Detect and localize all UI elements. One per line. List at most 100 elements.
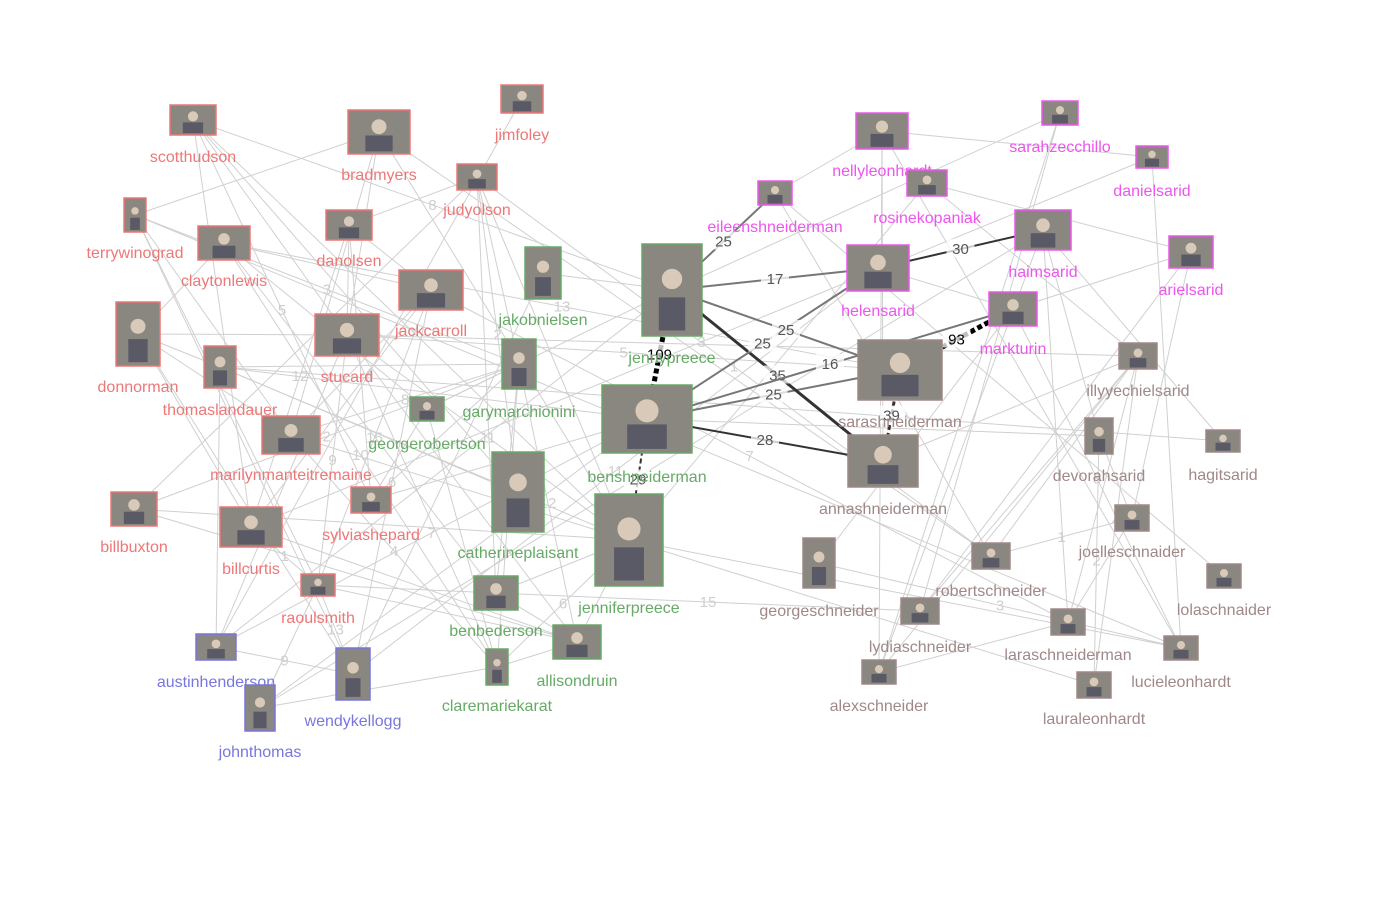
node-catherineplaisant[interactable]: catherineplaisant xyxy=(458,451,580,562)
node-lucieleonhardt[interactable]: lucieleonhardt xyxy=(1131,635,1231,691)
node-label: judyolson xyxy=(442,202,511,219)
node-alexschneider[interactable]: alexschneider xyxy=(830,659,929,715)
node-scotthudson[interactable]: scotthudson xyxy=(150,104,236,166)
node-label: lolaschnaider xyxy=(1177,602,1272,619)
edge-weight-label: 4 xyxy=(365,365,373,382)
person-body-icon xyxy=(982,558,1000,568)
node-garymarchionini[interactable]: garymarchionini xyxy=(463,338,576,421)
node-rosinekopaniak[interactable]: rosinekopaniak xyxy=(873,169,982,227)
node-markturin[interactable]: markturin xyxy=(980,291,1047,358)
node-donnorman[interactable]: donnorman xyxy=(98,301,179,396)
node-jenniferpreece[interactable]: jenniferpreece xyxy=(577,493,680,617)
person-photo xyxy=(123,197,147,233)
node-nellyleonhardt[interactable]: nellyleonhardt xyxy=(832,112,932,180)
person-head-icon xyxy=(1185,242,1197,254)
person-head-icon xyxy=(1133,348,1143,358)
node-joelleschnaider[interactable]: joelleschnaider xyxy=(1078,504,1186,561)
node-label: billbuxton xyxy=(100,539,168,556)
edge-weak xyxy=(990,355,1139,557)
node-raoulsmith[interactable]: raoulsmith xyxy=(281,573,355,627)
node-lauraleonhardt[interactable]: lauraleonhardt xyxy=(1043,671,1146,728)
node-wendykellogg[interactable]: wendykellogg xyxy=(304,647,402,730)
node-thomaslandauer[interactable]: thomaslandauer xyxy=(163,345,278,419)
edge-weak xyxy=(426,408,498,668)
node-robertschneider[interactable]: robertschneider xyxy=(935,542,1047,600)
node-benbederson[interactable]: benbederson xyxy=(449,575,543,640)
node-label: bradmyers xyxy=(341,167,417,184)
edge-weight-label: 10 xyxy=(352,447,369,464)
node-devorahsarid[interactable]: devorahsarid xyxy=(1053,417,1146,485)
node-eileenshneiderman[interactable]: eileenshneiderman xyxy=(707,180,843,236)
node-jimfoley[interactable]: jimfoley xyxy=(494,84,549,144)
node-jackcarroll[interactable]: jackcarroll xyxy=(394,269,467,340)
person-head-icon xyxy=(571,632,583,644)
person-head-icon xyxy=(889,352,911,373)
person-head-icon xyxy=(1219,434,1227,443)
node-label: georgerobertson xyxy=(368,436,485,453)
edge-weak xyxy=(476,176,630,541)
person-head-icon xyxy=(254,697,266,708)
edge-weak xyxy=(1012,308,1182,649)
edge-weight-label: 109 xyxy=(647,347,672,364)
node-label: terrywinograd xyxy=(87,245,184,262)
node-annashneiderman[interactable]: annashneiderman xyxy=(819,434,947,518)
node-terrywinograd[interactable]: terrywinograd xyxy=(87,197,184,262)
person-body-icon xyxy=(627,424,667,449)
edge-weak xyxy=(348,224,372,501)
node-georgeschneider[interactable]: georgeschneider xyxy=(759,537,879,620)
node-danolsen[interactable]: danolsen xyxy=(317,209,382,270)
node-bradmyers[interactable]: bradmyers xyxy=(341,109,417,184)
node-allisondruin[interactable]: allisondruin xyxy=(537,624,618,690)
node-lolaschnaider[interactable]: lolaschnaider xyxy=(1177,563,1272,619)
node-billbuxton[interactable]: billbuxton xyxy=(100,491,168,556)
person-body-icon xyxy=(468,179,486,189)
edge-weight-label: 3 xyxy=(323,282,331,299)
person-head-icon xyxy=(1007,299,1019,311)
node-georgerobertson[interactable]: georgerobertson xyxy=(368,396,486,453)
person-photo xyxy=(485,648,509,686)
person-head-icon xyxy=(214,356,226,368)
node-label: devorahsarid xyxy=(1053,468,1146,485)
node-helensarid[interactable]: helensarid xyxy=(841,244,915,320)
node-label: sarashneiderman xyxy=(838,414,962,431)
node-arielsarid[interactable]: arielsarid xyxy=(1159,235,1224,299)
node-label: jimfoley xyxy=(494,127,549,144)
edge-weight-label: 8 xyxy=(1093,471,1101,488)
person-body-icon xyxy=(1129,358,1147,368)
edge-weight-label: 5 xyxy=(619,345,627,362)
edge-weak xyxy=(215,418,648,648)
node-haimsarid[interactable]: haimsarid xyxy=(1008,209,1078,281)
node-claytonlewis[interactable]: claytonlewis xyxy=(181,225,267,290)
edge-weak xyxy=(430,289,1069,623)
edge-label-bg xyxy=(759,384,788,403)
node-sarahzecchillo[interactable]: sarahzecchillo xyxy=(1009,100,1111,156)
node-lydiaschneider[interactable]: lydiaschneider xyxy=(869,597,972,656)
node-label: thomaslandauer xyxy=(163,402,278,419)
node-label: helensarid xyxy=(841,303,915,320)
edge-weight-label: 7 xyxy=(427,525,435,542)
node-jakobnielsen[interactable]: jakobnielsen xyxy=(498,246,588,329)
person-head-icon xyxy=(366,492,376,502)
node-danielsarid[interactable]: danielsarid xyxy=(1113,145,1191,200)
person-body-icon xyxy=(881,374,919,397)
edge-weight-label: 2 xyxy=(1092,553,1100,570)
node-jennypreece[interactable]: jennypreece xyxy=(627,243,716,367)
node-benshneiderman[interactable]: benshneiderman xyxy=(587,384,707,486)
node-stucard[interactable]: stucard xyxy=(314,313,380,386)
node-claremariekarat[interactable]: claremariekarat xyxy=(442,648,553,715)
node-marilynmanteitremaine[interactable]: marilynmanteitremaine xyxy=(210,415,372,484)
node-johnthomas[interactable]: johnthomas xyxy=(218,684,302,761)
node-austinhenderson[interactable]: austinhenderson xyxy=(157,633,275,691)
edge-weak xyxy=(250,289,432,528)
node-illyyechielsarid[interactable]: illyyechielsarid xyxy=(1086,342,1190,400)
node-hagitsarid[interactable]: hagitsarid xyxy=(1188,429,1258,484)
person-body-icon xyxy=(419,410,435,420)
node-billcurtis[interactable]: billcurtis xyxy=(219,506,283,578)
person-head-icon xyxy=(472,169,482,179)
person-head-icon xyxy=(870,254,886,271)
node-sarashneiderman[interactable]: sarashneiderman xyxy=(838,339,962,431)
node-label: danielsarid xyxy=(1113,183,1190,200)
node-sylviashepard[interactable]: sylviashepard xyxy=(322,486,420,544)
node-judyolson[interactable]: judyolson xyxy=(442,163,511,219)
node-laraschneiderman[interactable]: laraschneiderman xyxy=(1004,608,1132,664)
